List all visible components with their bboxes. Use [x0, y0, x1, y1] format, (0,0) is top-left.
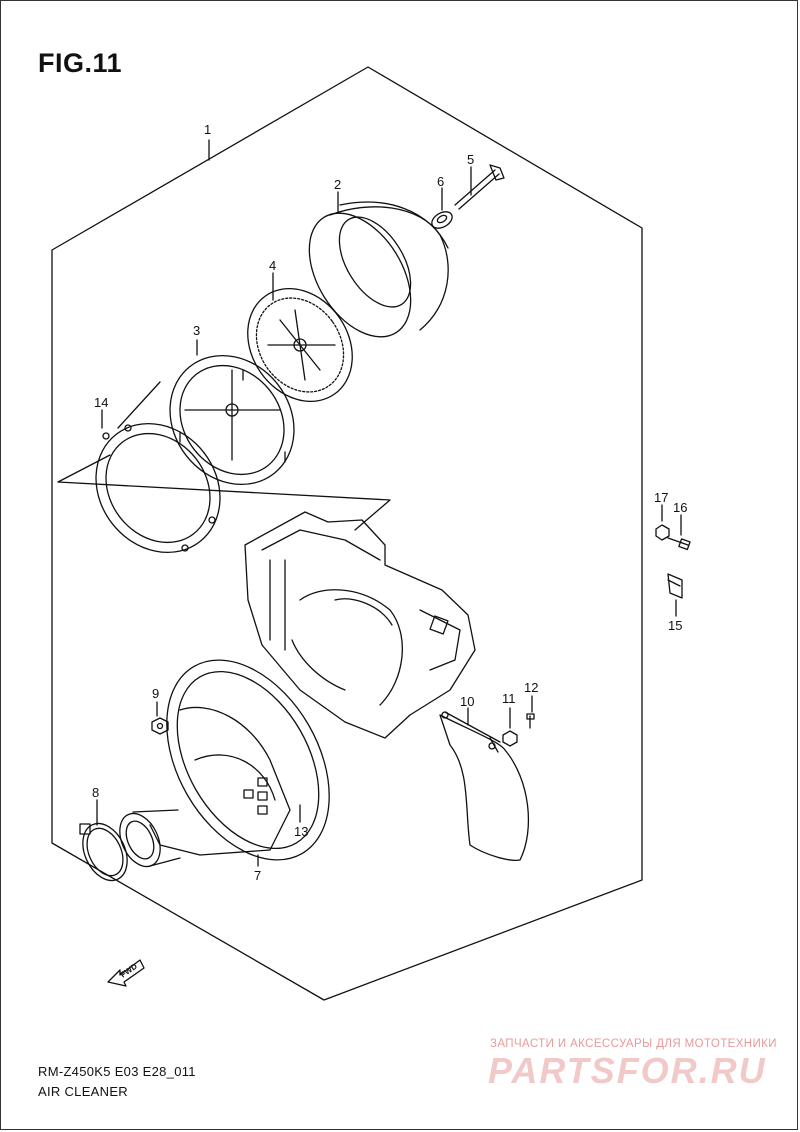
callout-12: 12 — [524, 680, 538, 695]
part-12-bolt — [526, 713, 535, 729]
callout-6: 6 — [437, 174, 444, 189]
part-9-nut — [151, 717, 169, 735]
callout-7: 7 — [254, 868, 261, 883]
callout-17: 17 — [654, 490, 668, 505]
part-2-funnel — [308, 201, 449, 338]
intake-tube — [119, 809, 181, 868]
part-5-bolt — [454, 164, 505, 210]
callout-labels: 1 2 3 4 5 6 7 8 9 10 11 12 13 14 15 16 1… — [92, 122, 687, 883]
part-17-nut — [655, 524, 670, 541]
part-1-airbox — [244, 511, 476, 739]
fwd-arrow-icon — [107, 959, 145, 987]
callout-9: 9 — [152, 686, 159, 701]
part-14-gasket — [95, 422, 221, 554]
part-6-washer — [431, 211, 453, 229]
part-7-duct — [149, 706, 291, 856]
callout-2: 2 — [334, 177, 341, 192]
part-15-clip — [667, 573, 683, 599]
callout-14: 14 — [94, 395, 108, 410]
callout-5: 5 — [467, 152, 474, 167]
part-11-nut — [502, 730, 518, 747]
group-lines — [117, 381, 161, 429]
assembly-outline — [51, 66, 643, 1001]
callout-16: 16 — [673, 500, 687, 515]
callout-11: 11 — [502, 691, 516, 706]
callout-3: 3 — [193, 323, 200, 338]
group-lines-2 — [57, 481, 391, 531]
figure-title: FIG.11 — [38, 48, 123, 78]
part-4-screen — [247, 288, 353, 402]
callout-4: 4 — [269, 258, 276, 273]
part-3-cage — [169, 354, 295, 486]
model-code-caption: RM-Z450K5 E03 E28_011 — [38, 1064, 196, 1079]
section-caption: AIR CLEANER — [38, 1084, 128, 1099]
callout-8: 8 — [92, 785, 99, 800]
watermark-logo: PARTSFOR.RU — [488, 1050, 767, 1091]
callout-10: 10 — [460, 694, 474, 709]
part-16-bolt — [667, 537, 691, 551]
part-8-clamp — [79, 822, 128, 882]
watermark-tagline: ЗАПЧАСТИ И АКСЕССУАРЫ ДЛЯ МОТОТЕХНИКИ — [490, 1038, 777, 1050]
callout-13: 13 — [294, 824, 308, 839]
part-10-guard — [439, 711, 529, 861]
callout-15: 15 — [668, 618, 682, 633]
callout-1: 1 — [204, 122, 211, 137]
part-13-seal — [166, 659, 330, 861]
